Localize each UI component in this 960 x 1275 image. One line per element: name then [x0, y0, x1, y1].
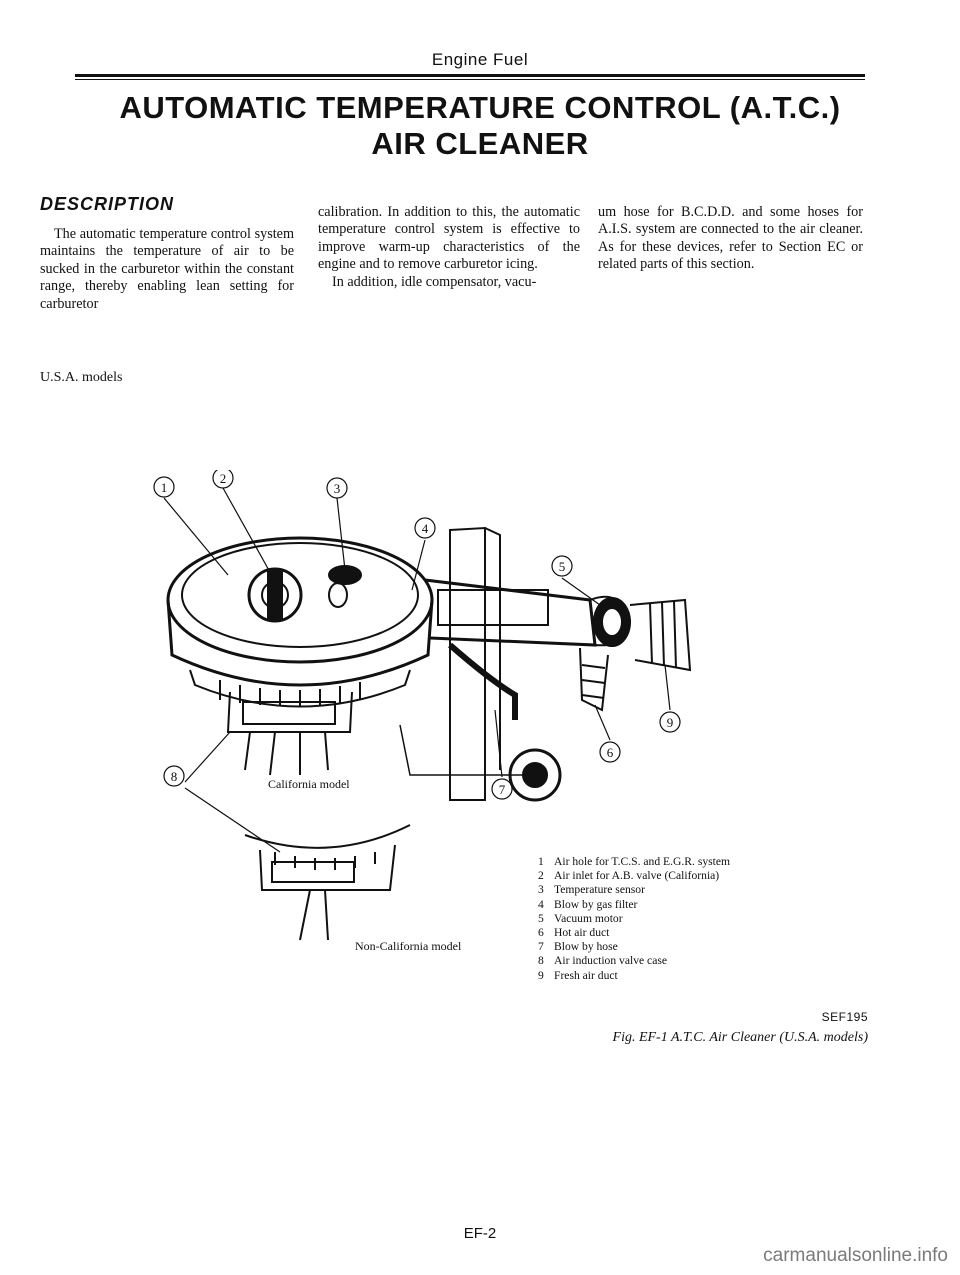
running-header: Engine Fuel — [431, 50, 529, 69]
callout-1: 1 — [161, 480, 168, 495]
paragraph: The automatic temperature control system… — [40, 226, 294, 312]
air-cleaner-illustration: 1 2 3 4 5 6 7 8 9 California model Non-C… — [153, 470, 692, 953]
callout-4: 4 — [422, 521, 429, 536]
paragraph: In addition, idle compensator, vacu- — [332, 273, 537, 290]
callout-9: 9 — [667, 715, 674, 730]
page-title-line2: AIR CLEANER — [371, 126, 589, 161]
callout-leaders — [163, 487, 671, 853]
california-model-label: California model — [268, 777, 350, 791]
body-column-3: um hose for B.C.D.D. and some hoses for … — [598, 204, 863, 274]
callout-7: 7 — [499, 782, 506, 797]
non-california-model-label: Non-California model — [355, 939, 462, 953]
page-number: EF-2 — [463, 1225, 497, 1242]
air-cleaner-housing — [166, 536, 434, 776]
non-california-valve-case — [244, 824, 411, 941]
header-rule — [75, 74, 865, 77]
callout-2: 2 — [220, 471, 227, 486]
page-title: AUTOMATIC TEMPERATURE CONTROL (A.T.C.) A… — [0, 90, 960, 162]
callout-8: 8 — [171, 769, 178, 784]
paragraph: um hose for B.C.D.D. and some hoses for … — [598, 204, 863, 273]
body-column-2: calibration. In addition to this, the au… — [318, 204, 580, 291]
figure-subheading: U.S.A. models — [40, 370, 123, 385]
paragraph: calibration. In addition to this, the au… — [318, 204, 580, 273]
engine-block — [399, 526, 562, 802]
watermark: carmanualsonline.info — [763, 1245, 948, 1266]
callout-5: 5 — [559, 559, 566, 574]
callout-3: 3 — [334, 481, 341, 496]
callout-markers — [153, 470, 681, 800]
body-column-1: The automatic temperature control system… — [40, 226, 294, 313]
page-title-line1: AUTOMATIC TEMPERATURE CONTROL (A.T.C.) — [119, 90, 841, 125]
intake-duct — [424, 578, 692, 712]
figure-code: SEF195 — [821, 1010, 868, 1024]
figure-caption: Fig. EF-1 A.T.C. Air Cleaner (U.S.A. mod… — [612, 1030, 868, 1045]
callout-numbers: 1 2 3 4 5 6 7 8 9 — [161, 471, 674, 797]
callout-6: 6 — [607, 745, 614, 760]
section-heading: DESCRIPTION — [40, 194, 175, 214]
header-rule-thin — [75, 79, 865, 80]
